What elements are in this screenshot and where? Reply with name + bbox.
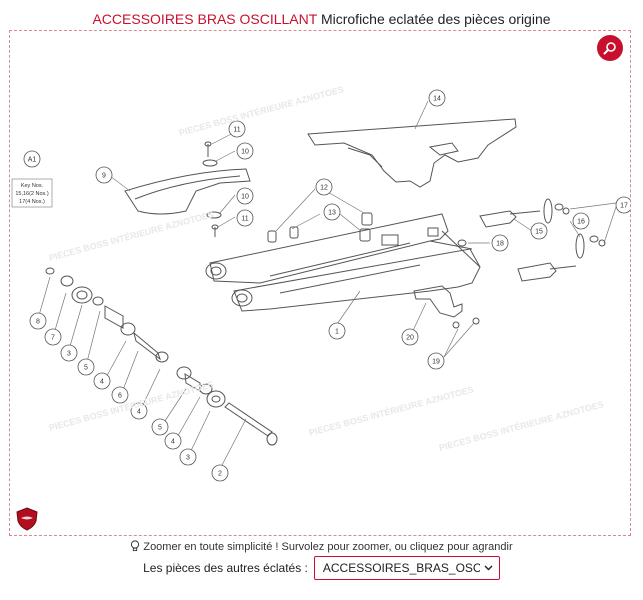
callout-11-bottom: 11 bbox=[241, 216, 248, 223]
callout-1: 1 bbox=[335, 329, 339, 336]
exploded-diagram-frame[interactable]: 14 11 10 9 10 11 12 13 1 2 3 4 5 4 6 4 5… bbox=[9, 30, 631, 536]
key-box-line2: 15,16(2 Nos.) bbox=[15, 191, 48, 197]
other-diagrams-select[interactable]: ACCESSOIRES_BRAS_OSCILLA bbox=[313, 556, 500, 580]
watermark-1: PIECES BOSS INTÉRIEURE AZNOTOES bbox=[178, 84, 345, 138]
shield-logo-icon bbox=[14, 506, 40, 532]
callout-4-left: 4 bbox=[100, 379, 104, 386]
callout-4-mid: 4 bbox=[137, 409, 141, 416]
chevron-down-icon bbox=[484, 563, 493, 574]
callout-19: 19 bbox=[432, 359, 440, 366]
page-title: ACCESSOIRES BRAS OSCILLANT Microfiche ec… bbox=[0, 10, 643, 28]
part-bracket bbox=[413, 285, 463, 318]
callout-16: 16 bbox=[577, 219, 585, 226]
callout-2: 2 bbox=[218, 471, 222, 478]
callout-6: 6 bbox=[118, 393, 122, 400]
callout-7: 7 bbox=[51, 335, 55, 342]
callout-4-right: 4 bbox=[171, 439, 175, 446]
callout-3-left: 3 bbox=[67, 351, 71, 358]
callout-5-right: 5 bbox=[158, 425, 162, 432]
zoom-hint: Zoomer en toute simplicité ! Survolez po… bbox=[0, 540, 643, 556]
watermark-3: PIECES BOSS INTÉRIEURE AZNOTOES bbox=[308, 384, 475, 438]
callout-14: 14 bbox=[433, 96, 441, 103]
callout-10-top: 10 bbox=[241, 149, 249, 156]
callout-9: 9 bbox=[102, 173, 106, 180]
callout-18: 18 bbox=[496, 241, 504, 248]
other-diagrams-label: Les pièces des autres éclatés : bbox=[143, 561, 308, 575]
key-box-line1: Key Nos. bbox=[21, 183, 44, 189]
callout-13: 13 bbox=[328, 210, 336, 217]
callout-20: 20 bbox=[406, 335, 414, 342]
callout-3-right: 3 bbox=[186, 455, 190, 462]
key-box-line3: 17(4 Nos.) bbox=[19, 199, 45, 205]
callout-15: 15 bbox=[535, 229, 543, 236]
part-swing-arm bbox=[209, 213, 449, 284]
callout-10-bottom: 10 bbox=[241, 194, 249, 201]
page-title-rest: Microfiche eclatée des pièces origine bbox=[320, 11, 551, 27]
page-title-accent: ACCESSOIRES BRAS OSCILLANT bbox=[92, 11, 318, 27]
zoom-hint-text: Zoomer en toute simplicité ! Survolez po… bbox=[143, 541, 513, 553]
callout-a1: A1 bbox=[28, 157, 37, 164]
watermark-5: PIECES BOSS INTÉRIEURE AZNOTOES bbox=[438, 399, 605, 453]
other-diagrams-select-value: ACCESSOIRES_BRAS_OSCILLA bbox=[322, 561, 480, 575]
callout-11-top: 11 bbox=[233, 127, 240, 134]
callout-17: 17 bbox=[620, 203, 628, 210]
magnifier-icon bbox=[603, 42, 616, 55]
watermark-2: PIECES BOSS INTÉRIEURE AZNOTOES bbox=[48, 209, 215, 263]
zoom-button[interactable] bbox=[597, 35, 623, 61]
exploded-diagram[interactable]: 14 11 10 9 10 11 12 13 1 2 3 4 5 4 6 4 5… bbox=[10, 31, 631, 536]
callout-12: 12 bbox=[320, 185, 328, 192]
callout-5-left: 5 bbox=[84, 365, 88, 372]
part-chain-slider bbox=[124, 168, 251, 215]
part-chain-guard bbox=[307, 118, 517, 188]
lightbulb-icon bbox=[130, 540, 140, 556]
watermark-4: PIECES BOSS INTÉRIEURE AZNOTOES bbox=[48, 379, 215, 433]
other-diagrams-selector: Les pièces des autres éclatés : ACCESSOI… bbox=[0, 555, 643, 581]
callout-8: 8 bbox=[36, 319, 40, 326]
